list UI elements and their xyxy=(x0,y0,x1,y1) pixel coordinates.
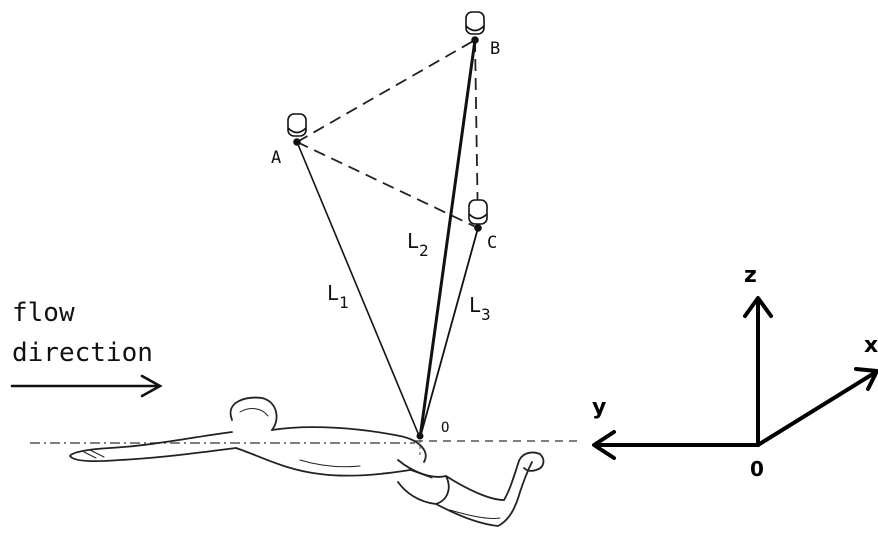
label-l1-main: L xyxy=(327,281,339,305)
flow-label-line1: flow xyxy=(12,298,75,328)
axis-x xyxy=(756,370,878,447)
label-l2-main: L xyxy=(407,229,419,253)
label-l2: L2 xyxy=(407,229,429,260)
tether-l3 xyxy=(419,227,479,439)
label-point-o: O xyxy=(441,420,449,436)
water-surface-line xyxy=(30,440,580,444)
label-point-c: C xyxy=(487,233,497,253)
sensor-c xyxy=(468,199,488,232)
sensor-a xyxy=(287,113,307,146)
tether-l2 xyxy=(418,39,477,439)
axis-origin-label: 0 xyxy=(750,457,764,481)
tether-lines xyxy=(296,39,479,439)
coordinate-axes xyxy=(592,296,878,460)
swimmer-figure xyxy=(69,396,545,527)
flow-label-line2: direction xyxy=(12,338,153,368)
label-l3: L3 xyxy=(469,293,491,324)
axis-y-label: y xyxy=(592,395,606,420)
label-point-a: A xyxy=(271,148,281,168)
label-l3-main: L xyxy=(469,293,481,317)
flow-arrow xyxy=(10,374,163,398)
label-l1: L1 xyxy=(327,281,349,312)
label-point-b: B xyxy=(490,39,500,59)
label-l2-sub: 2 xyxy=(419,241,429,260)
tether-l1 xyxy=(296,141,421,439)
sensor-b xyxy=(465,11,485,44)
axis-z-label: z xyxy=(744,263,757,288)
sensor-triangle-dashed xyxy=(296,39,479,229)
axis-x-label: x xyxy=(864,333,878,358)
label-l1-sub: 1 xyxy=(339,293,349,312)
attachment-point-o xyxy=(416,432,424,455)
label-l3-sub: 3 xyxy=(481,305,491,324)
